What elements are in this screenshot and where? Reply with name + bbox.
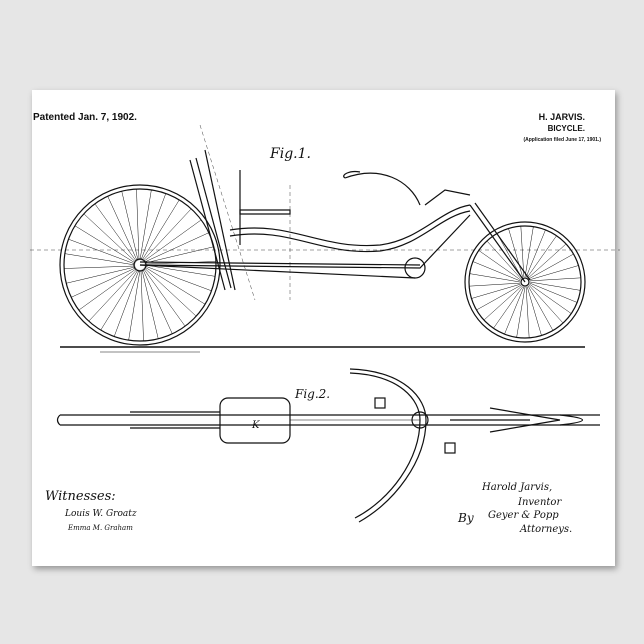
spoke (529, 282, 578, 303)
spoke (139, 189, 152, 261)
spoke (144, 266, 206, 305)
spoke (472, 261, 521, 282)
spoke (476, 284, 522, 311)
spoke (525, 286, 530, 338)
spoke (143, 219, 202, 262)
spoke (140, 193, 167, 261)
spoke (113, 269, 140, 337)
fig1-rear-wheel (59, 184, 221, 346)
spoke (504, 286, 525, 335)
spoke (529, 277, 581, 282)
spoke (144, 246, 214, 264)
fig1-frame (30, 124, 620, 353)
spoke (526, 286, 542, 336)
fig2-label: Fig.2. (294, 387, 330, 401)
patent-title: BICYCLE. (547, 124, 585, 133)
spoke (121, 191, 139, 261)
spoke (478, 250, 521, 281)
spoke (66, 266, 136, 284)
spoke (88, 268, 138, 322)
attorneys-label: Attorneys. (519, 524, 572, 535)
witness-signature-1: Louis W. Groatz (64, 509, 137, 519)
patent-date: Patented Jan. 7, 1902. (33, 112, 137, 123)
spoke (493, 286, 524, 329)
inventor-header: H. JARVIS. (538, 112, 585, 122)
witness-signature-2: Emma M. Graham (67, 524, 133, 532)
spoke (469, 273, 521, 283)
spoke (143, 268, 186, 327)
spoke (528, 253, 574, 280)
spoke (529, 265, 579, 281)
part-label-k: K (251, 420, 260, 431)
spoke (144, 265, 212, 292)
spoke (140, 269, 144, 341)
inventor-signature: Harold Jarvis, (481, 482, 552, 493)
spoke (528, 284, 564, 324)
spoke (64, 265, 136, 269)
filing-date: (Application filed June 17, 1901.) (523, 137, 601, 143)
fig1-front-wheel (464, 221, 586, 343)
patent-poster: Patented Jan. 7, 1902. H. JARVIS. BICYCL… (32, 90, 615, 566)
fig1-label: Fig.1. (269, 146, 311, 162)
spoke (71, 267, 136, 298)
spoke (143, 267, 197, 317)
spoke (144, 264, 216, 277)
spoke (529, 283, 572, 314)
inventor-label: Inventor (517, 497, 562, 508)
spoke (529, 281, 581, 291)
spoke (74, 225, 136, 264)
spoke (483, 285, 523, 321)
spoke (527, 243, 567, 279)
fig2-top-view (56, 368, 600, 523)
spoke (94, 203, 137, 262)
spoke (142, 208, 192, 262)
spoke (83, 213, 137, 263)
spoke (520, 226, 525, 278)
spoke (136, 189, 140, 261)
spoke (107, 196, 138, 261)
spoke (68, 238, 136, 265)
spoke (486, 240, 522, 280)
spoke (496, 233, 523, 279)
spoke (526, 235, 557, 278)
spoke (141, 269, 159, 339)
by-label: By (457, 511, 474, 525)
spoke (142, 269, 173, 334)
spoke (516, 286, 526, 338)
spoke (141, 199, 180, 261)
spoke (527, 285, 554, 331)
witnesses-label: Witnesses: (45, 489, 116, 504)
attorneys-signature: Geyer & Popp (488, 510, 559, 521)
spoke (144, 232, 209, 263)
spoke (78, 268, 137, 311)
spoke (508, 228, 524, 278)
spoke (128, 269, 141, 341)
spoke (469, 282, 521, 287)
spoke (100, 269, 139, 331)
spoke (64, 253, 136, 266)
spoke (525, 229, 546, 278)
spoke (471, 283, 521, 299)
spoke (524, 226, 534, 278)
